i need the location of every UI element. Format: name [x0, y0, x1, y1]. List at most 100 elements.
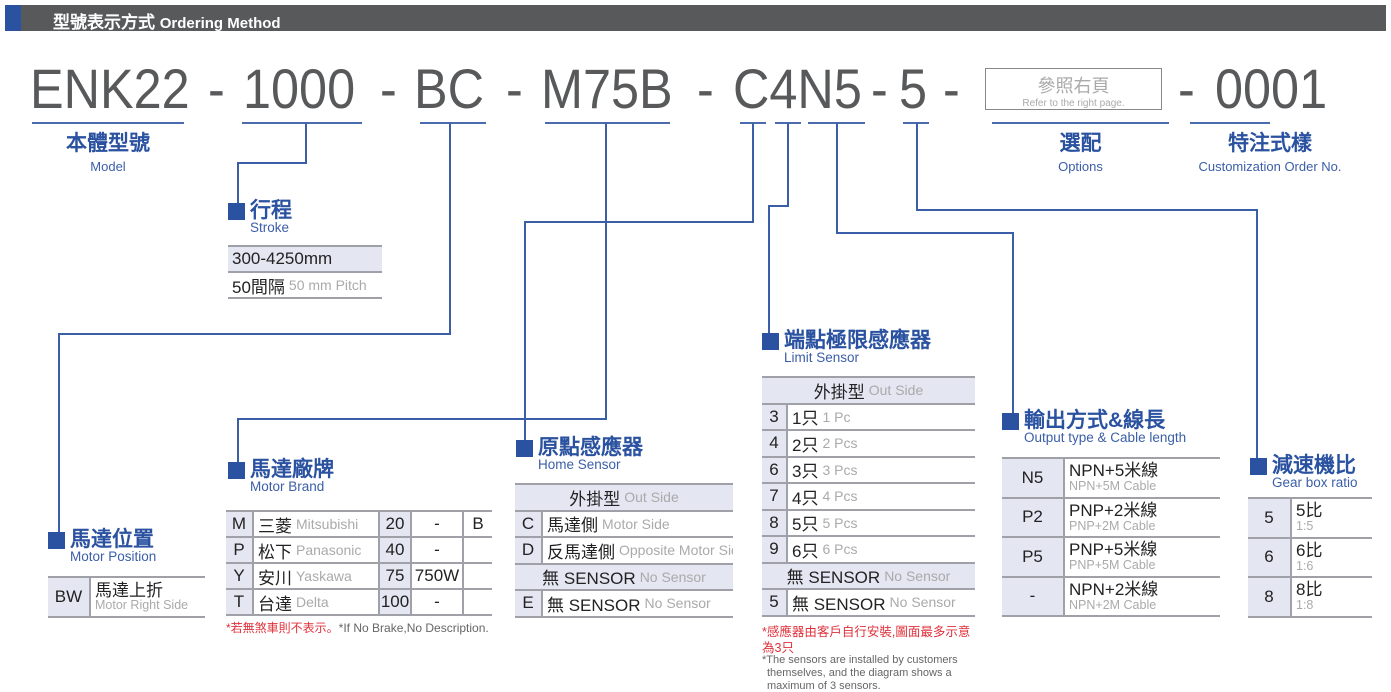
options-box-zh: 參照右頁 [1037, 76, 1110, 96]
code-separator: - [208, 57, 225, 120]
underline [545, 122, 670, 124]
cell-subtext: 4 Pcs [822, 488, 858, 505]
cell-subtext: Opposite Motor Side [619, 542, 733, 559]
options-box: 參照右頁 Refer to the right page. [985, 68, 1162, 110]
cell-subtext: Yaskawa [296, 568, 352, 584]
connector-line [605, 123, 607, 420]
table-cell: P [226, 538, 252, 562]
cell-text: 無 SENSOR [547, 595, 641, 615]
title-zh: 型號表示方式 [53, 13, 155, 32]
cell-subtext: No Sensor [639, 568, 706, 585]
cell-text: Y [233, 566, 245, 585]
connector-line [237, 418, 239, 464]
cell-subtext: 3 Pcs [822, 461, 858, 478]
cell-subtext: 50 mm Pitch [288, 277, 367, 293]
table-cell: BW [48, 578, 89, 616]
cell-text: 無 SENSOR [786, 568, 881, 588]
underline [992, 122, 1169, 124]
cell-text: 300-4250mm [232, 249, 333, 268]
cell-text: E [522, 593, 534, 613]
cell-text: T [233, 592, 245, 611]
cell-text: 馬達側 [547, 516, 598, 536]
table-cell: E [515, 591, 541, 616]
table-cell: 3 [762, 404, 786, 429]
section-marker-icon [1250, 458, 1267, 475]
cell-text: 馬達上折 [95, 580, 163, 600]
title-accent [5, 5, 21, 31]
title-bar: 型號表示方式 Ordering Method [5, 5, 1386, 32]
connector-line [916, 209, 1258, 211]
section-title: 行程 [250, 199, 292, 222]
section-subtitle: Limit Sensor [784, 350, 860, 365]
table-cell: 7 [762, 484, 786, 509]
cell-text: 6 [769, 459, 779, 479]
section-title: 輸出方式&線長 [1024, 409, 1166, 432]
cell-text: 三菱 [258, 516, 292, 536]
cell-text: B [472, 514, 484, 533]
table-cell: 4 [762, 431, 786, 456]
cell-text: D [521, 540, 535, 560]
table-cell: 6 [1248, 538, 1290, 576]
cell-text: 松下 [258, 542, 292, 562]
cell-text: 6只 [792, 541, 819, 561]
table-cell: 40 [378, 538, 410, 562]
cell-subtext: 2 Pcs [822, 435, 858, 452]
table-cell: - [410, 590, 462, 614]
sensor-note-zh-2: 為3只 [762, 641, 794, 655]
connector-line [836, 232, 1014, 234]
cell-text: C [521, 513, 535, 533]
cell-text: 75 [385, 566, 405, 585]
cell-text: 40 [385, 540, 405, 559]
code-segment: BC [414, 57, 485, 120]
connector-line [768, 205, 770, 335]
code-separator: - [697, 57, 714, 120]
table-cell: 75 [378, 564, 410, 588]
code-separator: 0001 [1215, 57, 1328, 120]
section-subtitle: Gear box ratio [1272, 475, 1358, 490]
sensor-note-en-2: themselves, and the diagram shows a [767, 667, 952, 679]
code-segment: - [1178, 57, 1195, 120]
connector-line [836, 123, 838, 234]
cell-subtext: NPN+2M Cable [1069, 597, 1157, 612]
cell-subtext: No Sensor [889, 594, 956, 611]
cell-subtext: Delta [296, 594, 329, 610]
cell-text: 6比 [1296, 540, 1323, 560]
section-subtitle: Output type & Cable length [1024, 430, 1187, 445]
cell-text: 安川 [258, 568, 292, 588]
section-title: 馬達位置 [70, 528, 154, 551]
section-marker-icon [1002, 413, 1019, 430]
cell-text: 台達 [258, 594, 292, 614]
cell-subtext: 1:8 [1296, 598, 1314, 613]
section-subtitle: Motor Position [70, 549, 157, 564]
caption-zh: 選配 [1059, 132, 1102, 155]
cell-text: - [1029, 586, 1036, 606]
cell-text: N5 [1021, 467, 1044, 487]
cell-subtext: Mitsubishi [296, 516, 359, 532]
caption-zh: 本體型號 [66, 132, 150, 155]
section-marker-icon [48, 532, 65, 549]
